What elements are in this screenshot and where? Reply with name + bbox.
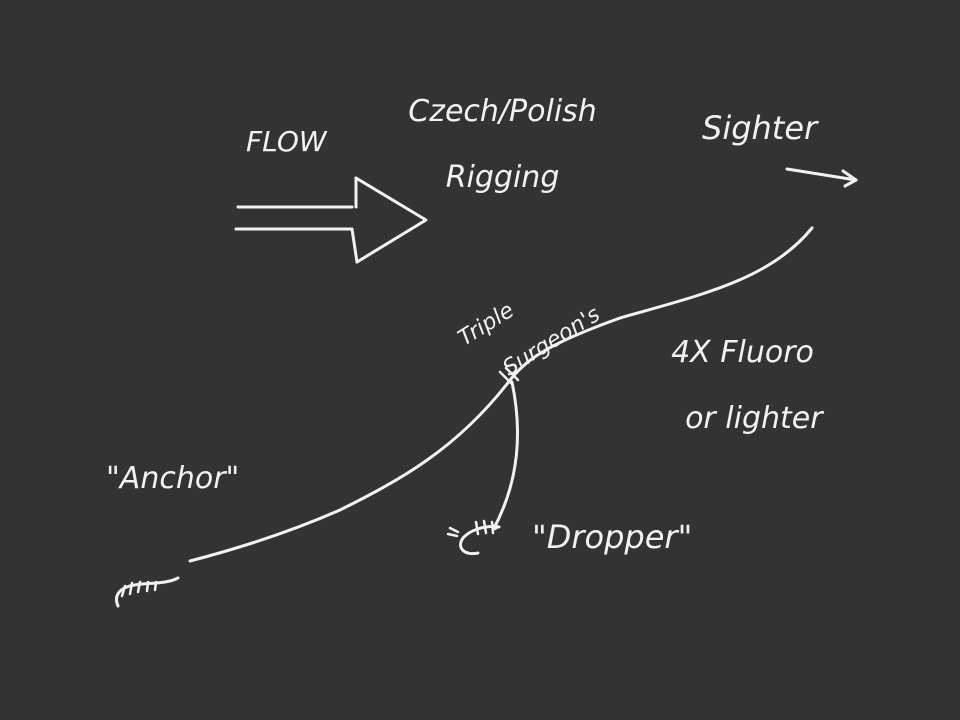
title-line-2: Rigging xyxy=(445,160,560,195)
anchor-fly-icon xyxy=(115,576,180,608)
dropper-tag-line xyxy=(491,380,519,532)
leader-line xyxy=(188,226,814,563)
tippet-line-1: 4X Fluoro xyxy=(671,335,814,370)
anchor-label: "Anchor" xyxy=(106,461,240,496)
title-line-1: Czech/Polish xyxy=(408,94,597,129)
sighter-label: Sighter xyxy=(702,109,818,147)
tippet-label: 4X Fluoro or lighter xyxy=(652,303,823,435)
knot-line-1: Triple xyxy=(454,298,519,352)
flow-label: FLOW xyxy=(246,125,327,158)
dropper-fly-icon xyxy=(446,519,501,556)
flow-arrow-icon xyxy=(234,176,428,264)
tippet-line-2: or lighter xyxy=(685,401,823,436)
dropper-label: "Dropper" xyxy=(532,518,693,556)
knot-mark-icon xyxy=(498,366,520,386)
sighter-arrow-icon xyxy=(785,167,858,188)
diagram-title: Czech/Polish Rigging xyxy=(388,62,598,194)
